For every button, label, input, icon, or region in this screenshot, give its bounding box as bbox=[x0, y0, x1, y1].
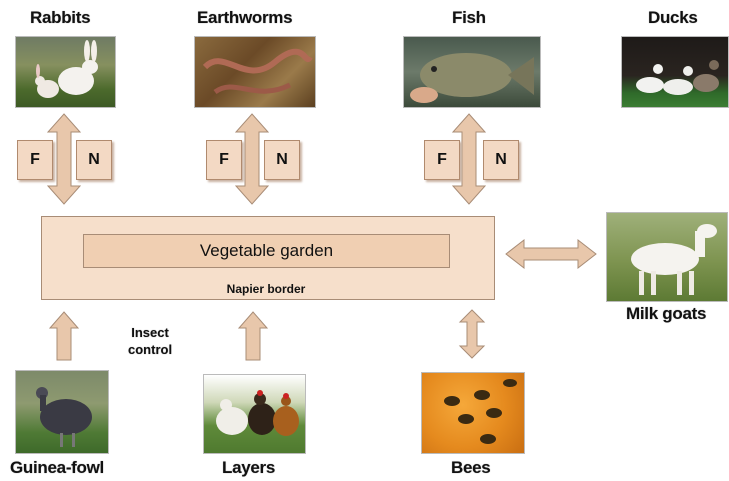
insect-control-label: Insect control bbox=[128, 324, 172, 358]
insect-control-line1: Insect bbox=[128, 324, 172, 341]
n-box-earthworms: N bbox=[264, 140, 300, 180]
guinea-fowl-icon bbox=[16, 371, 108, 453]
layers-photo bbox=[203, 374, 306, 454]
vegetable-garden-box: Vegetable garden bbox=[83, 234, 450, 268]
double-arrow-goats bbox=[506, 240, 596, 268]
up-arrow-layers bbox=[239, 312, 267, 360]
f-box-fish: F bbox=[424, 140, 460, 180]
insect-control-line2: control bbox=[128, 341, 172, 358]
double-arrow-bees bbox=[460, 310, 484, 358]
label-guinea-fowl: Guinea-fowl bbox=[10, 458, 104, 478]
bee-icon bbox=[422, 373, 524, 453]
bees-photo bbox=[421, 372, 525, 454]
f-box-earthworms: F bbox=[206, 140, 242, 180]
goats-photo bbox=[606, 212, 728, 302]
n-box-rabbits: N bbox=[76, 140, 112, 180]
up-arrow-guinea-fowl bbox=[50, 312, 78, 360]
label-layers: Layers bbox=[222, 458, 275, 478]
napier-border-label: Napier border bbox=[200, 282, 332, 296]
vegetable-garden-label: Vegetable garden bbox=[200, 241, 333, 261]
goat-icon bbox=[607, 213, 727, 301]
n-box-fish: N bbox=[483, 140, 519, 180]
guinea-fowl-photo bbox=[15, 370, 109, 454]
f-box-rabbits: F bbox=[17, 140, 53, 180]
label-milk-goats: Milk goats bbox=[626, 304, 706, 324]
label-bees: Bees bbox=[451, 458, 490, 478]
chicken-icon bbox=[204, 375, 305, 453]
